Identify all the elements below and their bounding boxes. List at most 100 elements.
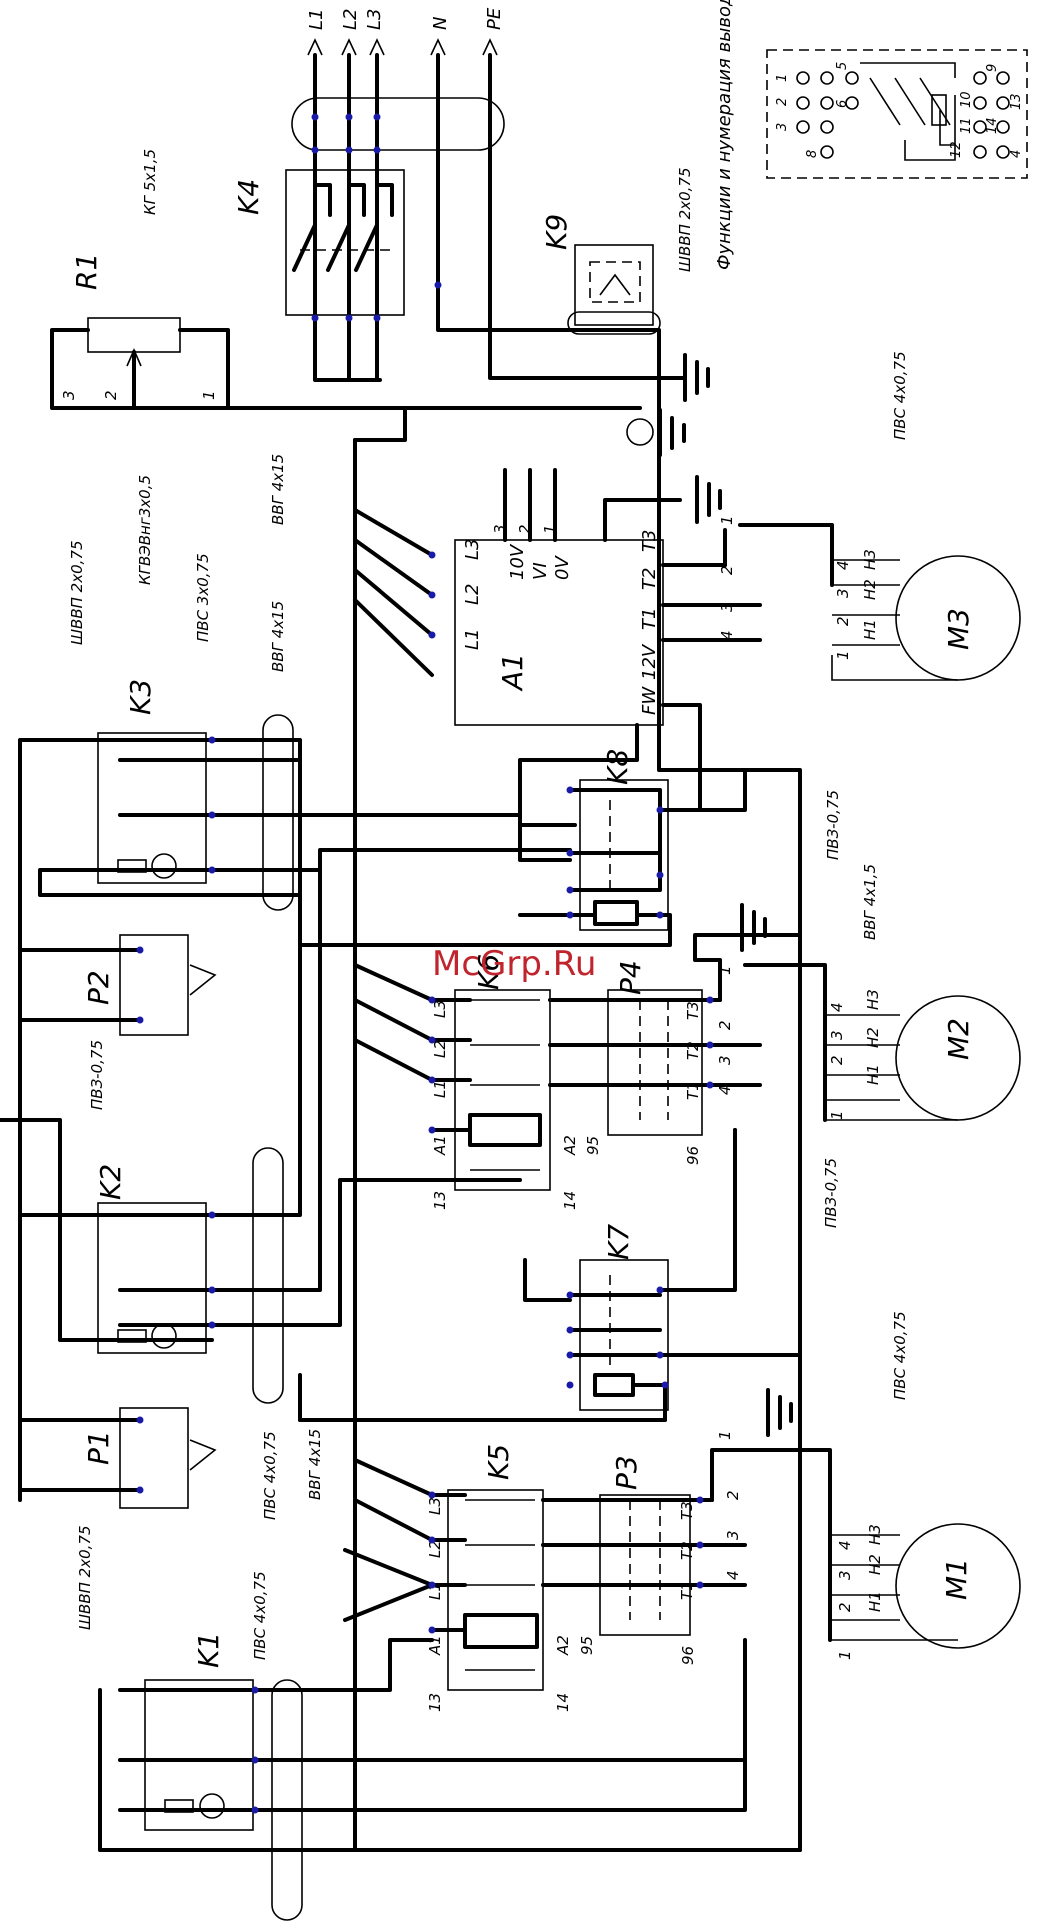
r1-potentiometer: 3 2 1 — [50, 317, 230, 410]
k6-ovl-96: 96 — [684, 1146, 702, 1165]
relay-pinout: 1 2 3 4 5 6 8 9 10 11 12 13 14 — [766, 49, 1028, 179]
r1-pin-1: 1 — [200, 390, 218, 400]
cable-pvz-p2: ПВЗ-0,75 — [88, 1040, 106, 1110]
k9-body — [574, 244, 654, 326]
p4-load-t3: T3 — [684, 1001, 702, 1020]
watermark: McGrp.Ru — [432, 944, 596, 984]
a1-out-t1: T1 — [639, 608, 660, 630]
label-k5: K5 — [482, 1444, 515, 1480]
relay-pin-9: 9 — [985, 64, 1000, 72]
k6-body — [454, 989, 551, 1191]
label-p3: P3 — [610, 1455, 643, 1490]
label-m1: M1 — [940, 1558, 973, 1600]
label-m2: M2 — [942, 1018, 975, 1060]
ground-icon — [740, 903, 767, 952]
k6-ovl-95: 95 — [584, 1136, 602, 1155]
m3-pin-h3: H3 — [861, 549, 879, 570]
p4-overload: T1 T2 T3 — [548, 989, 722, 1136]
k8-coil — [593, 900, 639, 926]
a1-ctrl-vi: VI — [530, 562, 551, 580]
cable-shvvp-p1: ШВВП 2х0,75 — [76, 1526, 94, 1631]
k6-line-l2: L2 — [431, 1040, 449, 1058]
power-bus — [291, 38, 687, 737]
k2-resistor — [117, 1329, 147, 1343]
a1-aux-12v: 12V — [639, 643, 660, 680]
cable-pvz-k8: ПВЗ-0,75 — [824, 790, 842, 860]
p2-body — [119, 934, 189, 1036]
relay-note: Функции и нумерация выводов колодки реле — [714, 0, 735, 270]
connection-nodes — [136, 113, 714, 1814]
label-m3: M3 — [942, 608, 975, 650]
m1-num-1: 1 — [836, 1650, 854, 1660]
m2-pin-h3: H3 — [864, 989, 882, 1010]
relay-pin-10: 10 — [959, 91, 974, 108]
relay-pin-8: 8 — [805, 150, 820, 158]
k9-sensor — [567, 244, 661, 335]
m2-pin-h2: H2 — [864, 1027, 882, 1048]
ground-terminal — [626, 418, 654, 446]
label-k2: K2 — [94, 1164, 127, 1200]
cable-pvz-k7: ПВЗ-0,75 — [822, 1158, 840, 1228]
k5-aux-13: 13 — [426, 1693, 444, 1712]
bus-label-n: N — [430, 17, 451, 30]
m1-pin-h1: H1 — [866, 1591, 884, 1612]
a1-pin-2: 2 — [516, 524, 534, 534]
k5-ovl-95: 95 — [578, 1636, 596, 1655]
k7-body — [579, 1259, 669, 1411]
bus-label-l1: L1 — [306, 9, 327, 30]
k6-line-l3: L3 — [431, 1000, 449, 1018]
m2-num-4: 4 — [828, 1002, 846, 1012]
m3-pin-h2: H2 — [861, 579, 879, 600]
k3-resistor — [117, 859, 147, 873]
p3-overload: T1 T2 T3 — [541, 1494, 714, 1636]
relay-coil-icon — [931, 94, 947, 126]
m3-term-2: 2 — [718, 565, 736, 575]
r1-pin-2: 2 — [102, 390, 120, 400]
relay-pin-4: 4 — [1009, 150, 1024, 158]
p1-switch — [18, 1407, 217, 1509]
m3-num-4: 4 — [834, 560, 852, 570]
k6-coil-a1: A1 — [431, 1135, 449, 1156]
bus-label-l2: L2 — [340, 9, 361, 30]
relay-pin-11: 11 — [959, 117, 974, 134]
m1-num-3: 3 — [836, 1570, 854, 1580]
ground-icon — [683, 353, 710, 402]
cable-vvg-k5: ВВГ 4х15 — [306, 1429, 324, 1500]
k6-coil — [468, 1113, 542, 1147]
cable-pvs-m3: ПВС 4х0,75 — [891, 351, 909, 440]
k3-cable-clamp — [262, 714, 294, 911]
ground-symbols — [626, 353, 793, 1437]
m3-pin-h1: H1 — [861, 619, 879, 640]
ground-icon — [766, 1388, 793, 1437]
k5-body — [447, 1489, 544, 1691]
a1-in-l2: L2 — [462, 584, 483, 605]
relay-pin-13: 13 — [1009, 93, 1024, 110]
m2-term-1: 1 — [716, 965, 734, 975]
k2-body — [97, 1202, 207, 1354]
cable-vvg-m2: ВВГ 4х1,5 — [861, 864, 879, 940]
m1-term-3: 3 — [724, 1530, 742, 1540]
k3-panel — [18, 714, 302, 1017]
k8-relay — [298, 779, 672, 947]
m2-num-1: 1 — [828, 1110, 846, 1120]
r1-body — [87, 317, 181, 353]
k3-body — [97, 732, 207, 884]
a1-out-t3: T3 — [639, 530, 660, 552]
r1-pin-3: 3 — [60, 390, 78, 400]
k7-coil — [593, 1373, 635, 1397]
interconnects — [0, 733, 802, 1852]
cable-pvs-k2: ПВС 4х0,75 — [261, 1431, 279, 1520]
m3-term-1: 1 — [718, 515, 736, 525]
k6-aux-14: 14 — [561, 1191, 579, 1210]
label-k1: K1 — [192, 1632, 225, 1668]
relay-pin-12: 12 — [949, 141, 964, 158]
relay-pin-5: 5 — [835, 62, 850, 70]
k1-lamp-icon — [199, 1793, 225, 1819]
k5-line-l3: L3 — [426, 1497, 444, 1515]
m1-pin-h3: H3 — [866, 1524, 884, 1545]
cable-kg: КГ 5х1,5 — [141, 149, 159, 215]
p4-load-t1: T1 — [684, 1081, 702, 1100]
relay-pin-3: 3 — [775, 123, 790, 131]
cable-vvg-k6: ВВГ 4х15 — [269, 601, 287, 672]
